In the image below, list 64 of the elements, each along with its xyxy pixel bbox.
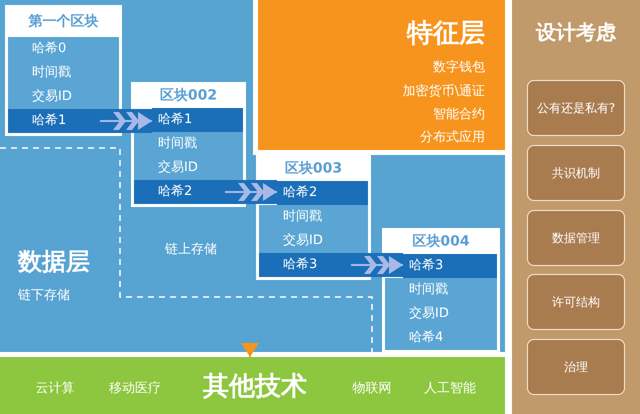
node-label: 哈希1 [158, 112, 192, 127]
block-title: 第一个区块 [28, 14, 98, 30]
consideration-box: 数据管理 [527, 210, 625, 266]
node-label: 哈希0 [32, 41, 66, 56]
block-field-row: 交易ID [134, 156, 243, 180]
layer-title: 特征层 [407, 18, 485, 50]
hash-field-row: 哈希3 [259, 253, 351, 277]
node-label: 交易ID [283, 233, 323, 248]
block-field-row: 哈希0 [8, 37, 119, 61]
node-label: 时间戳 [158, 136, 197, 151]
feature-item: 数字钱包 [433, 60, 485, 76]
feature-item: 分布式应用 [420, 130, 485, 146]
technology-item: 移动医疗 [109, 381, 161, 397]
block-card [5, 5, 122, 136]
consideration-box: 许可结构 [527, 274, 625, 330]
feature-layer-panel [258, 0, 505, 150]
node-label: 时间戳 [409, 282, 448, 297]
node-label: 时间戳 [283, 209, 322, 224]
block-field-row: 交易ID [259, 229, 368, 253]
node-label: 时间戳 [32, 65, 71, 80]
data-layer-panel [0, 0, 505, 352]
node-label: 哈希2 [158, 184, 192, 199]
block-field-row: 时间戳 [8, 61, 119, 85]
block-field-row: 时间戳 [259, 205, 368, 229]
hash-field-row: 哈希2 [134, 180, 225, 204]
block-field-row: 时间戳 [134, 132, 243, 156]
consideration-box: 公有还是私有? [527, 80, 625, 136]
node-label: 哈希3 [409, 258, 444, 273]
block-card [382, 228, 500, 353]
technology-band [0, 357, 505, 414]
storage-label: 链上存储 [165, 242, 217, 258]
storage-label: 链下存储 [18, 288, 70, 304]
hash-field-row: 哈希1 [8, 109, 100, 133]
feature-item: 加密货币\通证 [402, 84, 485, 100]
panel-title: 设计考虑 [536, 20, 616, 44]
block-field-row: 交易ID [385, 302, 497, 326]
feature-item: 智能合约 [433, 107, 485, 123]
hash-field-row: 哈希3 [403, 254, 497, 278]
node-label: 交易ID [158, 160, 198, 175]
node-label: 哈希3 [283, 257, 318, 272]
block-card [131, 82, 246, 207]
technology-item: 人工智能 [424, 381, 476, 397]
technology-item: 云计算 [36, 381, 74, 397]
hash-field-row: 哈希1 [152, 108, 243, 132]
band-title: 其他技术 [203, 371, 307, 403]
node-label: 哈希2 [283, 185, 318, 200]
block-title: 区块003 [284, 160, 342, 178]
block-card [256, 155, 371, 280]
node-label: 哈希4 [409, 330, 444, 345]
hash-field-row: 哈希2 [277, 181, 368, 205]
consideration-box: 治理 [527, 339, 625, 395]
block-title: 区块002 [160, 88, 218, 104]
node-label: 交易ID [409, 306, 449, 321]
technology-item: 物联网 [352, 381, 392, 397]
block-field-row: 时间戳 [385, 278, 497, 302]
block-field-row: 交易ID [8, 85, 119, 109]
node-label: 交易ID [32, 89, 72, 104]
consideration-box: 共识机制 [527, 145, 625, 201]
layer-title: 数据层 [18, 248, 90, 276]
design-panel [512, 0, 640, 414]
block-title: 区块004 [412, 234, 470, 250]
arrow [241, 343, 259, 357]
node-label: 哈希1 [32, 113, 66, 128]
block-field-row: 哈希4 [385, 326, 497, 350]
